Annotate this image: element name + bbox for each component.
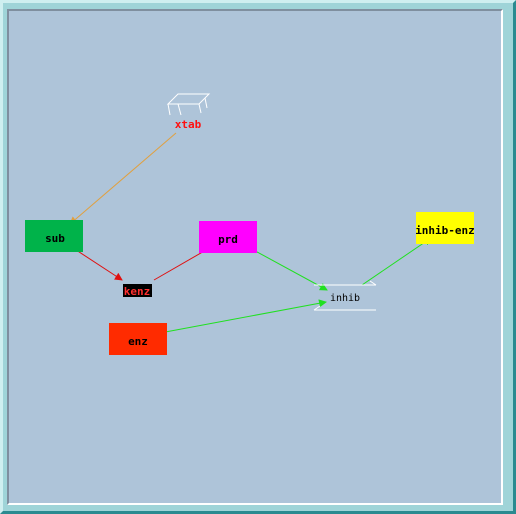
- node-inhib-enz[interactable]: inhib-enz: [415, 212, 475, 244]
- node-enz[interactable]: enz: [109, 323, 167, 355]
- node-sub[interactable]: sub: [25, 220, 83, 252]
- enz-label: enz: [128, 335, 148, 348]
- prd-label: prd: [218, 233, 238, 246]
- node-kenz[interactable]: kenz: [123, 284, 152, 298]
- inhib-enz-label: inhib-enz: [415, 224, 475, 237]
- edge-xtab-sub[interactable]: [69, 132, 177, 225]
- edge-inhib-inhibenz[interactable]: [361, 237, 432, 286]
- kenz-label: kenz: [124, 285, 151, 298]
- edge-prd-inhib[interactable]: [247, 246, 328, 291]
- node-inhib[interactable]: inhib: [313, 280, 377, 311]
- edge-enz-inhib[interactable]: [159, 299, 327, 334]
- node-prd[interactable]: prd: [199, 221, 257, 253]
- inhib-label: inhib: [330, 293, 360, 304]
- diagram-canvas: [7, 9, 503, 505]
- xtab-table-icon[interactable]: [166, 93, 211, 116]
- sub-label: sub: [45, 232, 65, 245]
- xtab-label: xtab: [175, 118, 202, 131]
